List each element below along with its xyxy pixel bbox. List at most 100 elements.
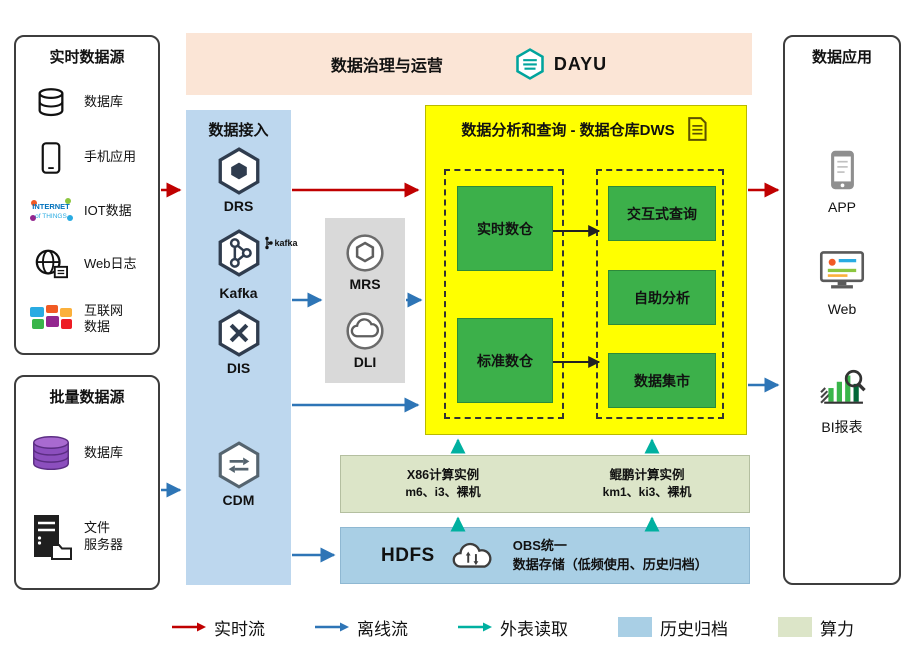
ingestion-item-drs: DRS <box>186 146 291 214</box>
batch-sources-title: 批量数据源 <box>49 389 125 406</box>
source-item-mobile-app: 手机应用 <box>18 141 156 175</box>
mrs-icon <box>346 234 384 272</box>
module-realtime-dw: 实时数仓 <box>457 186 553 271</box>
internet-data-icon <box>26 303 76 335</box>
module-standard-dw: 标准数仓 <box>457 318 553 403</box>
dli-icon <box>346 312 384 350</box>
external-read-arrow-icon <box>458 622 492 632</box>
dws-warehouse-group: 实时数仓 标准数仓 <box>444 169 564 419</box>
module-interactive-query: 交互式查询 <box>608 186 716 241</box>
compute-x86: X86计算实例 m6、i3、裸机 <box>341 456 545 512</box>
monitor-icon <box>819 251 865 289</box>
compute-x86-subtitle: m6、i3、裸机 <box>405 485 481 500</box>
ingestion-panel: 数据接入 DRS <box>186 110 298 585</box>
module-self-analysis: 自助分析 <box>608 270 716 325</box>
app-item-label: BI报表 <box>821 419 863 435</box>
legend-item-offline-flow: 离线流 <box>315 615 408 640</box>
ingestion-item-label: DRS <box>223 198 254 214</box>
globe-icon <box>26 247 76 281</box>
storage-panel: HDFS OBS统一 数据存储（低频使用、历史归档） <box>340 527 750 584</box>
compute-kunpeng-subtitle: km1、ki3、裸机 <box>602 485 692 500</box>
legend-label: 历史归档 <box>660 619 728 639</box>
processing-item-dli: DLI <box>325 310 405 370</box>
applications-panel: 数据应用 APP Web <box>783 35 901 585</box>
obs-cloud-icon <box>452 542 492 568</box>
source-item-label: 互联网 数据 <box>84 302 124 335</box>
realtime-sources-title: 实时数据源 <box>49 49 125 66</box>
app-item-bi-report: BI报表 <box>785 365 899 437</box>
realtime-flow-arrow-icon <box>172 622 206 632</box>
dayu-logo-text: DAYU <box>553 53 608 74</box>
module-data-mart: 数据集市 <box>608 353 716 408</box>
source-item-database: 数据库 <box>18 86 156 120</box>
governance-banner: 数据治理与运营 DAYU <box>186 33 752 95</box>
obs-text: OBS统一 数据存储（低频使用、历史归档） <box>512 537 708 572</box>
legend-item-realtime-flow: 实时流 <box>172 615 265 640</box>
compute-kunpeng: 鲲鹏计算实例 km1、ki3、裸机 <box>545 456 749 512</box>
dws-analytics-group: 交互式查询 自助分析 数据集市 <box>596 169 724 419</box>
drs-icon <box>218 147 259 195</box>
batch-sources-panel: 批量数据源 数据库 <box>14 375 160 590</box>
applications-title: 数据应用 <box>811 49 872 66</box>
source-item-label: IOT数据 <box>84 202 132 218</box>
source-item-file-server: 文件 服务器 <box>18 513 156 561</box>
iot-icon: INTERNET of THINGS <box>26 196 76 226</box>
source-item-label: 手机应用 <box>84 149 137 165</box>
realtime-sources-panel: 实时数据源 数据库 手机应 <box>14 35 160 355</box>
phone-icon <box>26 141 76 175</box>
legend-item-history-archive: 历史归档 <box>618 615 728 640</box>
phone-icon <box>830 150 854 190</box>
database-stack-icon <box>26 432 76 476</box>
source-item-label: 文件 服务器 <box>84 520 124 553</box>
governance-title: 数据治理与运营 <box>330 58 443 75</box>
compute-panel: X86计算实例 m6、i3、裸机 鲲鹏计算实例 km1、ki3、裸机 <box>340 455 750 513</box>
legend-label: 离线流 <box>357 619 408 639</box>
cdm-icon <box>218 441 259 489</box>
compute-x86-title: X86计算实例 <box>406 468 480 483</box>
source-item-internet-data: 互联网 数据 <box>18 303 156 337</box>
ingestion-item-kafka: kafka Kafka <box>186 228 298 301</box>
dws-panel: 数据分析和查询 - 数据仓库DWS 实时数仓 标准数仓 交互式查询 自助分析 数… <box>425 105 747 435</box>
ingestion-item-dis: DIS <box>186 308 291 376</box>
legend-label: 外表读取 <box>500 619 568 639</box>
svg-text:INTERNET: INTERNET <box>32 202 70 211</box>
file-server-icon <box>26 513 76 561</box>
compute-kunpeng-title: 鲲鹏计算实例 <box>609 468 685 483</box>
history-archive-swatch <box>618 617 652 637</box>
app-item-web: Web <box>785 249 899 317</box>
source-item-label: 数据库 <box>84 445 124 461</box>
legend: 实时流 离线流 外表读取 历史归档 算力 <box>172 614 854 640</box>
processing-item-label: DLI <box>353 354 377 370</box>
source-item-iot-data: INTERNET of THINGS IOT数据 <box>18 196 156 226</box>
dayu-logo: DAYU <box>513 46 607 82</box>
report-icon <box>687 117 707 141</box>
hdfs-label: HDFS <box>381 544 435 566</box>
source-item-batch-database: 数据库 <box>18 432 156 476</box>
processing-item-label: MRS <box>349 276 381 292</box>
svg-text:of THINGS: of THINGS <box>35 213 67 220</box>
source-item-label: 数据库 <box>84 94 124 110</box>
app-item-label: Web <box>827 301 857 317</box>
source-item-label: Web日志 <box>84 255 137 271</box>
ingestion-item-label: CDM <box>222 492 255 508</box>
legend-item-compute-power: 算力 <box>778 615 854 640</box>
dayu-hexagon-icon <box>516 48 544 80</box>
kafka-icon <box>218 229 259 277</box>
offline-flow-arrow-icon <box>315 622 349 632</box>
source-item-web-log: Web日志 <box>18 247 156 281</box>
app-item-app: APP <box>785 149 899 215</box>
ingestion-item-label: DIS <box>226 360 251 376</box>
dws-title: 数据分析和查询 - 数据仓库DWS <box>461 121 675 139</box>
kafka-logo-glyph-icon <box>264 236 273 250</box>
compute-power-swatch <box>778 617 812 637</box>
ingestion-item-label: Kafka <box>219 285 258 301</box>
ingestion-item-cdm: CDM <box>186 440 291 508</box>
ingestion-title: 数据接入 <box>208 122 269 139</box>
app-item-label: APP <box>827 199 856 215</box>
bi-chart-icon <box>820 369 866 404</box>
kafka-wordmark: kafka <box>264 236 298 250</box>
kafka-wordmark-text: kafka <box>274 238 298 248</box>
processing-panel: MRS DLI <box>325 218 405 383</box>
legend-item-external-read: 外表读取 <box>458 615 568 640</box>
